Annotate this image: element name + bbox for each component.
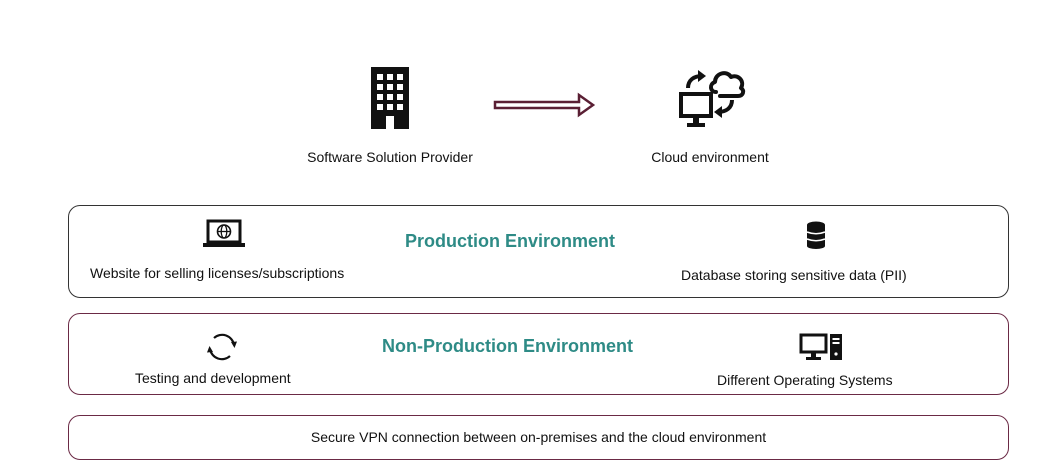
production-title: Production Environment [405, 231, 616, 251]
database-label: Database storing sensitive data (PII) [681, 267, 907, 283]
cloud-label: Cloud environment [651, 149, 769, 165]
testing-label: Testing and development [135, 370, 291, 386]
nonproduction-environment-box: Testing and development Non-Production E… [68, 313, 1009, 395]
vpn-box: Secure VPN connection between on-premise… [68, 415, 1009, 460]
refresh-cycle-icon [206, 331, 238, 363]
provider-label: Software Solution Provider [307, 149, 473, 165]
laptop-globe-icon [202, 219, 246, 249]
nonproduction-title: Non-Production Environment [382, 336, 633, 356]
desktop-computer-icon [799, 332, 845, 362]
production-environment-box: Website for selling licenses/subscriptio… [68, 205, 1009, 298]
arrow-right-icon [493, 92, 597, 118]
website-label: Website for selling licenses/subscriptio… [90, 265, 345, 281]
cloud-computer-sync-icon [678, 62, 750, 134]
os-label: Different Operating Systems [717, 372, 893, 388]
provider-node: Software Solution Provider [280, 60, 500, 170]
building-icon [367, 65, 413, 131]
database-icon [806, 221, 826, 249]
vpn-label: Secure VPN connection between on-premise… [310, 429, 767, 445]
cloud-node: Cloud environment [610, 60, 810, 170]
